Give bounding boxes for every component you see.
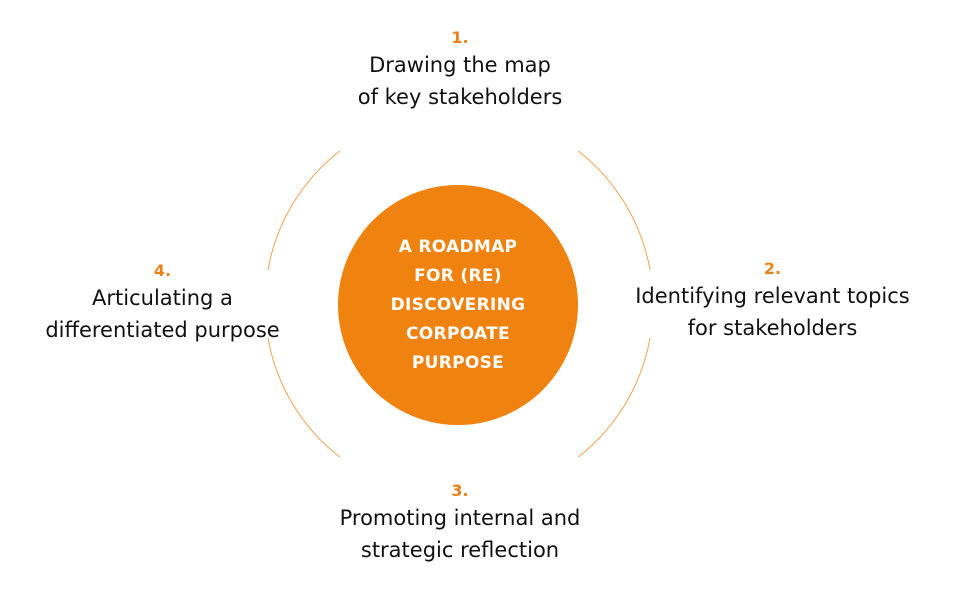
step-number: 1. bbox=[451, 28, 469, 47]
step-4: 4. Articulating a differentiated purpose bbox=[10, 260, 315, 346]
ring-arc-top-left bbox=[267, 150, 340, 271]
step-2: 2. Identifying relevant topics for stake… bbox=[600, 258, 945, 344]
step-label: Articulating a differentiated purpose bbox=[10, 282, 315, 346]
center-circle: A ROADMAP FOR (RE) DISCOVERING CORPOATE … bbox=[338, 185, 578, 425]
center-title-line: FOR (RE) bbox=[414, 265, 502, 286]
step-1: 1. Drawing the map of key stakeholders bbox=[300, 27, 620, 113]
step-label-line: Promoting internal and bbox=[339, 506, 581, 530]
step-label: Drawing the map of key stakeholders bbox=[300, 49, 620, 113]
step-number: 4. bbox=[153, 261, 172, 280]
step-label-line: strategic reflection bbox=[360, 538, 560, 562]
ring-arc-bottom-left bbox=[267, 337, 340, 458]
center-title-line: A ROADMAP bbox=[398, 236, 518, 257]
center-title: A ROADMAP FOR (RE) DISCOVERING CORPOATE … bbox=[363, 233, 553, 378]
step-label-line: differentiated purpose bbox=[45, 318, 280, 342]
step-label-line: Articulating a bbox=[92, 286, 233, 310]
center-title-line: DISCOVERING bbox=[390, 294, 526, 315]
step-number: 2. bbox=[763, 259, 782, 278]
step-label-line: for stakeholders bbox=[687, 316, 858, 340]
ring-arc-top-right bbox=[578, 150, 651, 271]
step-3: 3. Promoting internal and strategic refl… bbox=[290, 480, 630, 566]
step-number: 3. bbox=[451, 481, 469, 500]
step-label: Promoting internal and strategic reflect… bbox=[290, 502, 630, 566]
step-label-line: Identifying relevant topics bbox=[635, 284, 910, 308]
step-label: Identifying relevant topics for stakehol… bbox=[600, 280, 945, 344]
center-title-line: CORPOATE bbox=[406, 323, 510, 344]
step-label-line: Drawing the map bbox=[369, 53, 551, 77]
step-label-line: of key stakeholders bbox=[357, 85, 563, 109]
ring-arc-bottom-right bbox=[578, 337, 651, 458]
center-title-line: PURPOSE bbox=[411, 352, 505, 373]
